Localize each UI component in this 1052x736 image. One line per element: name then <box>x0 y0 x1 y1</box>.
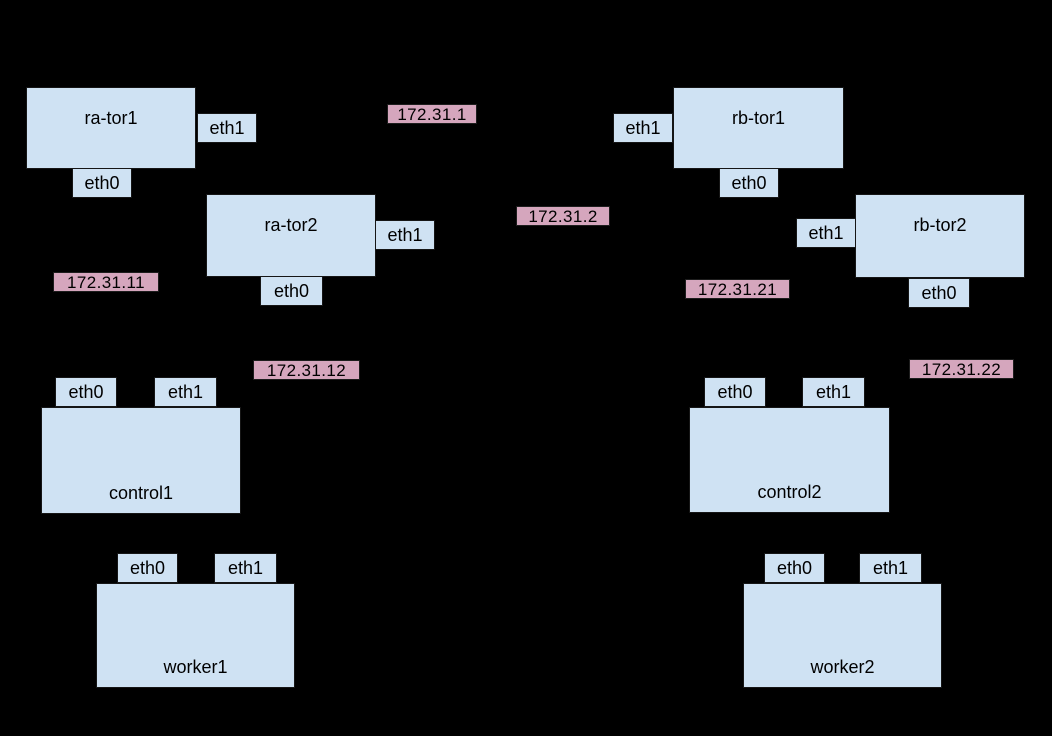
ip-label-172-31-2: 172.31.2 <box>516 206 610 226</box>
node-worker1-label: worker1 <box>163 657 228 677</box>
port-worker1-eth0: eth0 <box>117 553 178 583</box>
node-control1: control1 <box>41 407 241 514</box>
port-rb-tor2-eth0: eth0 <box>908 278 970 308</box>
port-ra-tor2-eth1: eth1 <box>375 220 435 250</box>
ip-label-172-31-12-text: 172.31.12 <box>266 360 347 380</box>
node-control1-label: control1 <box>108 483 174 503</box>
port-ra-tor2-eth0: eth0 <box>260 276 323 306</box>
port-ra-tor1-eth1: eth1 <box>197 113 257 143</box>
node-ra-tor2: ra-tor2 <box>206 194 376 277</box>
ip-label-172-31-2-text: 172.31.2 <box>528 206 598 226</box>
port-worker2-eth0: eth0 <box>764 553 825 583</box>
port-worker2-eth0-label: eth0 <box>776 558 813 578</box>
port-rb-tor1-eth1: eth1 <box>613 113 673 143</box>
port-ra-tor1-eth1-label: eth1 <box>209 118 245 138</box>
node-control2-label: control2 <box>757 482 822 502</box>
port-control1-eth1-label: eth1 <box>167 382 204 402</box>
ip-label-172-31-1: 172.31.1 <box>387 104 477 124</box>
ip-label-172-31-11-text: 172.31.11 <box>67 272 145 292</box>
port-rb-tor1-eth0: eth0 <box>719 168 779 198</box>
port-rb-tor2-eth1-label: eth1 <box>808 223 844 243</box>
node-rb-tor2-label: rb-tor2 <box>913 215 967 236</box>
node-rb-tor2: rb-tor2 <box>855 194 1025 278</box>
ip-label-172-31-21: 172.31.21 <box>685 279 790 299</box>
node-ra-tor1: ra-tor1 <box>26 87 196 169</box>
port-worker1-eth0-label: eth0 <box>129 558 166 578</box>
ip-label-172-31-22: 172.31.22 <box>909 359 1014 379</box>
ip-label-172-31-22-text: 172.31.22 <box>921 359 1002 379</box>
port-control2-eth1: eth1 <box>802 377 865 407</box>
port-rb-tor1-eth1-label: eth1 <box>625 118 661 138</box>
node-rb-tor1: rb-tor1 <box>673 87 844 169</box>
port-rb-tor1-eth0-label: eth0 <box>731 173 767 193</box>
node-ra-tor2-label: ra-tor2 <box>264 214 318 235</box>
port-control1-eth0: eth0 <box>55 377 117 407</box>
port-rb-tor2-eth0-label: eth0 <box>921 283 957 303</box>
port-worker1-eth1-label: eth1 <box>227 558 264 578</box>
port-ra-tor2-eth1-label: eth1 <box>387 225 423 245</box>
node-control2: control2 <box>689 407 890 513</box>
node-ra-tor1-label: ra-tor1 <box>84 107 138 128</box>
port-ra-tor2-eth0-label: eth0 <box>273 281 310 301</box>
port-ra-tor1-eth0-label: eth0 <box>84 173 120 193</box>
port-control2-eth1-label: eth1 <box>815 382 852 402</box>
node-rb-tor1-label: rb-tor1 <box>731 107 785 128</box>
port-worker2-eth1-label: eth1 <box>872 558 909 578</box>
node-worker2: worker2 <box>743 583 942 688</box>
ip-label-172-31-21-text: 172.31.21 <box>697 279 778 299</box>
port-control1-eth1: eth1 <box>154 377 217 407</box>
ip-label-172-31-1-text: 172.31.1 <box>397 104 467 124</box>
port-worker2-eth1: eth1 <box>859 553 922 583</box>
port-control2-eth0-label: eth0 <box>717 382 753 402</box>
port-rb-tor2-eth1: eth1 <box>796 218 856 248</box>
port-ra-tor1-eth0: eth0 <box>72 168 132 198</box>
port-control1-eth0-label: eth0 <box>68 382 104 402</box>
node-worker1: worker1 <box>96 583 295 688</box>
ip-label-172-31-11: 172.31.11 <box>53 272 159 292</box>
ip-label-172-31-12: 172.31.12 <box>253 360 360 380</box>
port-worker1-eth1: eth1 <box>214 553 277 583</box>
node-worker2-label: worker2 <box>810 657 875 677</box>
port-control2-eth0: eth0 <box>704 377 766 407</box>
